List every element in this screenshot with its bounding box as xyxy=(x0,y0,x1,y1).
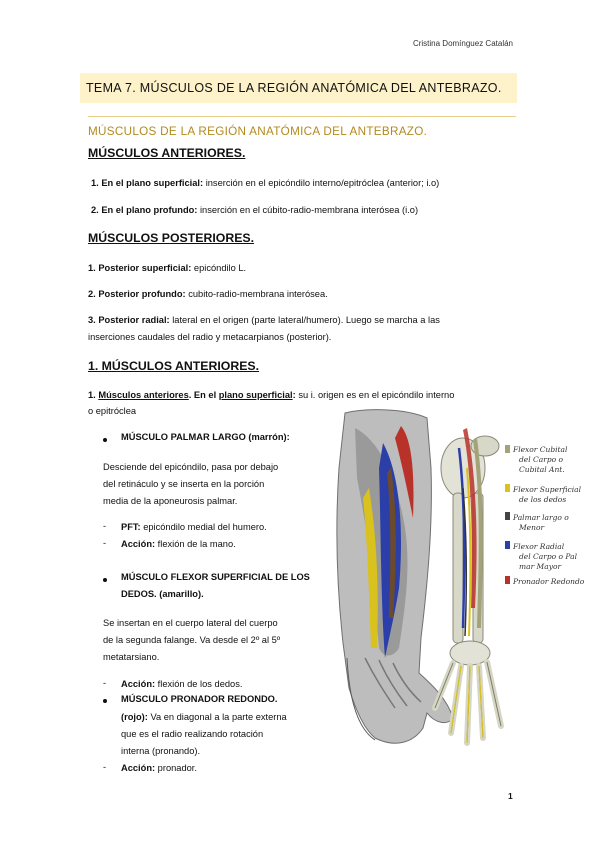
pronador-desc-1: que es el radio realizando rotación xyxy=(121,729,264,739)
dash-marker: - xyxy=(103,538,107,548)
posterior-item-1-text: epicóndilo L. xyxy=(191,263,247,273)
posterior-item-3-text: lateral en el origen (parte lateral/hume… xyxy=(169,315,440,325)
pronador-line2: (rojo): Va en diagonal a la parte extern… xyxy=(121,710,551,724)
forearm-anatomy-figure: Flexor Cubital del Carpo o Cubital Ant. … xyxy=(336,409,585,746)
anterior-item-1-label: 1. En el plano superficial: xyxy=(91,178,204,188)
figure-legend: Flexor Cubital del Carpo o Cubital Ant. … xyxy=(505,445,585,586)
heading-posteriores: MÚSCULOS POSTERIORES. xyxy=(88,231,255,245)
legend-1-line-2: del Carpo o xyxy=(519,455,564,464)
palmar-accion-label: Acción: xyxy=(121,539,156,549)
bullet-dot xyxy=(103,699,107,703)
posterior-item-3-cont: inserciones caudales del radio y metacar… xyxy=(88,332,332,342)
posterior-item-2-text: cubito-radio-membrana interósea. xyxy=(185,289,328,299)
pronador-desc-2: interna (pronando). xyxy=(121,746,201,756)
bullet-dot xyxy=(103,438,107,442)
intro-num: 1. xyxy=(88,390,99,400)
intro-colon: : xyxy=(292,390,299,400)
pronador-accion-text: pronador. xyxy=(155,763,197,773)
legend-2-line-2: de los dedos xyxy=(519,495,566,504)
author-header: Cristina Domínguez Catalán xyxy=(412,39,513,48)
pronador-accion: Acción: pronador. xyxy=(121,761,551,775)
flexor-desc-3: metatarsiano. xyxy=(103,652,160,662)
palmar-desc-1: Desciende del epicóndilo, pasa por debaj… xyxy=(103,462,279,472)
dash-marker: - xyxy=(103,762,107,772)
section1-intro-line2: o epitróclea xyxy=(88,406,137,416)
flexor-accion-text: flexión de los dedos. xyxy=(155,679,243,689)
anterior-item-2: 2. En el plano profundo: inserción en el… xyxy=(91,203,521,217)
palmar-accion: Acción: flexión de la mano. xyxy=(121,537,551,551)
flexor-desc-1: Se insertan en el cuerpo lateral del cue… xyxy=(103,618,278,628)
legend-4-line-1: Flexor Radial xyxy=(512,542,565,551)
section1-intro: 1. Músculos anteriores. En el plano supe… xyxy=(88,388,518,402)
anterior-item-1-text: inserción en el epicóndilo interno/epitr… xyxy=(203,178,440,188)
legend-swatch-3 xyxy=(505,512,510,520)
legend-3-line-1: Palmar largo o xyxy=(512,513,569,522)
intro-en-el: . En el xyxy=(188,390,219,400)
dash-marker: - xyxy=(103,678,107,688)
palmar-pft: PFT: epicóndilo medial del humero. xyxy=(121,520,551,534)
posterior-item-1: 1. Posterior superficial: epicóndilo L. xyxy=(88,261,518,275)
palmar-desc-2: del retináculo y se inserta en la porció… xyxy=(103,479,265,489)
legend-swatch-1 xyxy=(505,445,510,453)
palmar-pft-text: epicóndilo medial del humero. xyxy=(140,522,267,532)
legend-2-line-1: Flexor Superficial xyxy=(512,485,582,494)
topic-title: TEMA 7. MÚSCULOS DE LA REGIÓN ANATÓMICA … xyxy=(86,81,502,95)
anterior-item-2-label: 2. En el plano profundo: xyxy=(91,205,198,215)
pronador-line2-text: Va en diagonal a la parte externa xyxy=(147,712,287,722)
forearm-skeleton-illustration xyxy=(432,428,504,746)
bullet-dot xyxy=(103,578,107,582)
intro-musculos: Músculos anteriores xyxy=(98,390,189,400)
legend-swatch-2 xyxy=(505,484,510,492)
heading-section-1: 1. MÚSCULOS ANTERIORES. xyxy=(88,359,260,373)
forearm-muscle-illustration xyxy=(336,409,454,744)
legend-3-line-2: Menor xyxy=(518,523,544,532)
topic-title-bar: TEMA 7. MÚSCULOS DE LA REGIÓN ANATÓMICA … xyxy=(80,73,517,103)
intro-rest: su i. origen es en el epicóndilo interno xyxy=(298,390,455,400)
legend-5-line-1: Pronador Redondo xyxy=(512,577,585,586)
heading-anteriores: MÚSCULOS ANTERIORES. xyxy=(88,146,246,160)
palmar-desc-3: media de la aponeurosis palmar. xyxy=(103,496,238,506)
pronador-accion-label: Acción: xyxy=(121,763,156,773)
posterior-item-2: 2. Posterior profundo: cubito-radio-memb… xyxy=(88,287,518,301)
flexor-accion: Acción: flexión de los dedos. xyxy=(121,677,551,691)
flexor-desc-2: de la segunda falange. Va desde el 2º al… xyxy=(103,635,281,645)
legend-4-line-3: mar Mayor xyxy=(519,562,561,571)
legend-1-line-3: Cubital Ant. xyxy=(519,465,565,474)
section-title: MÚSCULOS DE LA REGIÓN ANATÓMICA DEL ANTE… xyxy=(88,116,516,138)
palmar-accion-text: flexión de la mano. xyxy=(155,539,236,549)
page-number: 1 xyxy=(508,791,513,801)
intro-plano: plano superficial xyxy=(218,390,293,400)
dash-marker: - xyxy=(103,521,107,531)
palmar-title: MÚSCULO PALMAR LARGO (marrón): xyxy=(121,432,290,442)
legend-swatch-5 xyxy=(505,576,510,584)
pronador-line2-label: (rojo): xyxy=(121,712,148,722)
anterior-item-2-text: inserción en el cúbito-radio-membrana in… xyxy=(197,205,419,215)
anterior-item-1: 1. En el plano superficial: inserción en… xyxy=(91,176,521,190)
legend-1-line-1: Flexor Cubital xyxy=(512,445,568,454)
flexor-title-2: DEDOS. (amarillo). xyxy=(121,589,204,599)
posterior-item-1-label: 1. Posterior superficial: xyxy=(88,263,192,273)
posterior-item-3-label: 3. Posterior radial: xyxy=(88,315,170,325)
palmar-pft-label: PFT: xyxy=(121,522,141,532)
flexor-accion-label: Acción: xyxy=(121,679,156,689)
pronador-title: MÚSCULO PRONADOR REDONDO. xyxy=(121,694,278,704)
posterior-item-2-label: 2. Posterior profundo: xyxy=(88,289,186,299)
posterior-item-3: 3. Posterior radial: lateral en el orige… xyxy=(88,313,518,327)
legend-4-line-2: del Carpo o Pal xyxy=(519,552,578,561)
flexor-title-1: MÚSCULO FLEXOR SUPERFICIAL DE LOS xyxy=(121,572,310,582)
legend-swatch-4 xyxy=(505,541,510,549)
